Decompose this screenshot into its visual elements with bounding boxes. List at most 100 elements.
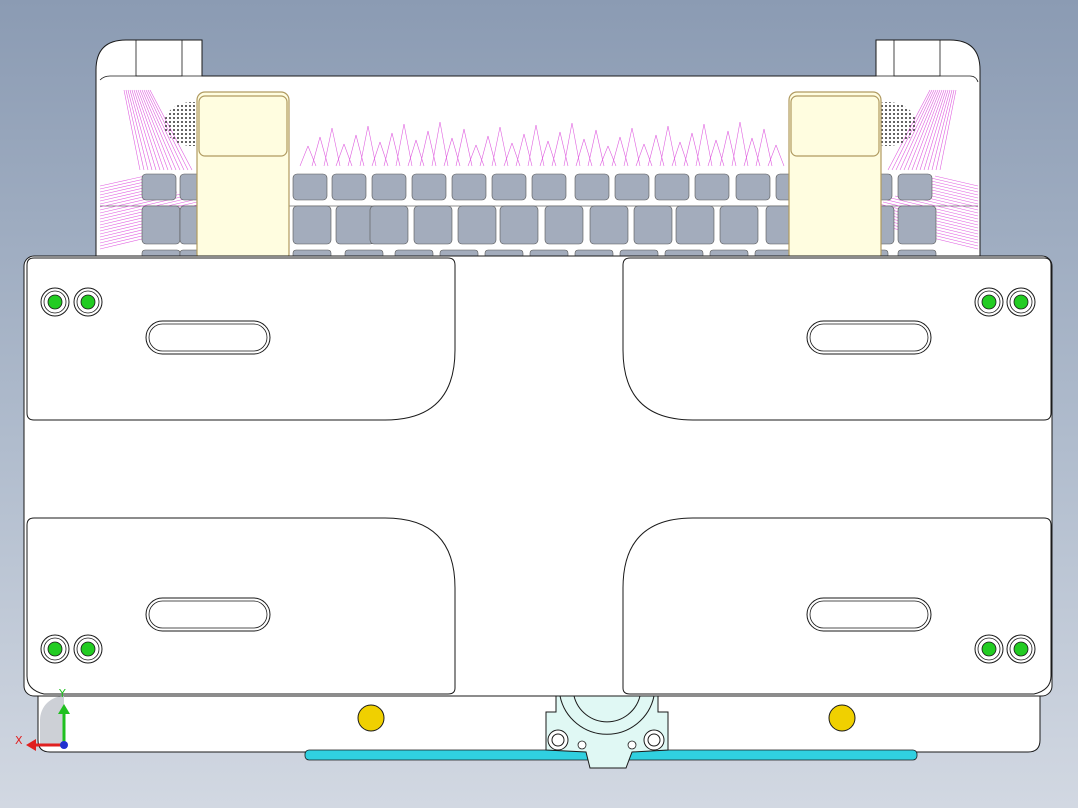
hatch-line-142 bbox=[141, 89, 177, 171]
hatch-line-67 bbox=[703, 123, 713, 167]
slot-bottom-right bbox=[806, 597, 932, 632]
pad-bottom-left[interactable] bbox=[26, 517, 456, 695]
hatch-line-38 bbox=[527, 124, 537, 167]
hatch-line-8 bbox=[347, 134, 357, 167]
hatch-line-34 bbox=[503, 142, 513, 167]
hatch-line-64 bbox=[683, 132, 693, 167]
hatch-line-5 bbox=[331, 127, 341, 167]
hatch-line-58 bbox=[647, 134, 657, 167]
key-row1-0 bbox=[141, 173, 177, 201]
bottom-mount[interactable] bbox=[545, 695, 669, 769]
key-row2-2 bbox=[292, 205, 332, 245]
key-row2-16 bbox=[897, 205, 937, 245]
hatch-line-9 bbox=[355, 134, 365, 167]
hatch-line-42 bbox=[551, 131, 561, 167]
hatch-line-126 bbox=[125, 89, 145, 171]
hatch-line-11 bbox=[367, 125, 377, 167]
hatch-line-144 bbox=[143, 89, 181, 171]
hatch-line-31 bbox=[487, 135, 497, 167]
hatch-line-7 bbox=[343, 143, 353, 167]
hatch-line-59 bbox=[655, 134, 665, 167]
hole-green-1 bbox=[80, 294, 96, 310]
hole-green-5 bbox=[80, 641, 96, 657]
hatch-line-66 bbox=[695, 123, 705, 167]
hole-ring-inner-7 bbox=[1009, 637, 1033, 661]
hatch-line-39 bbox=[535, 124, 545, 167]
hatch-line-24 bbox=[443, 137, 453, 167]
hatch-line-50 bbox=[599, 145, 609, 167]
x-axis-label: X bbox=[15, 734, 23, 747]
hatch-line-15 bbox=[391, 132, 401, 167]
hatch-line-81 bbox=[934, 175, 979, 187]
hatch-line-65 bbox=[691, 132, 701, 167]
hatch-line-25 bbox=[451, 137, 461, 167]
pad-bottom-right[interactable] bbox=[622, 517, 1052, 695]
hatch-line-145 bbox=[899, 89, 937, 171]
hole-green-2 bbox=[981, 294, 997, 310]
hatch-line-30 bbox=[479, 135, 489, 167]
hatch-line-2 bbox=[311, 136, 321, 167]
hatch-line-18 bbox=[407, 139, 417, 167]
hatch-line-20 bbox=[419, 130, 429, 167]
hole-ring-inner-6 bbox=[977, 637, 1001, 661]
hatch-line-57 bbox=[643, 143, 653, 167]
z-axis-dot bbox=[60, 741, 68, 749]
pad-top-left[interactable] bbox=[26, 257, 456, 421]
hatch-line-37 bbox=[523, 133, 533, 167]
clamp-right[interactable] bbox=[788, 91, 882, 263]
hatch-line-6 bbox=[335, 143, 345, 167]
hatch-line-35 bbox=[511, 142, 521, 167]
hatch-line-13 bbox=[379, 141, 389, 167]
hatch-line-22 bbox=[431, 121, 441, 167]
key-row2-9 bbox=[589, 205, 629, 245]
hatch-line-76 bbox=[755, 128, 765, 167]
key-row1-6 bbox=[451, 173, 487, 201]
hatch-line-54 bbox=[623, 127, 633, 167]
key-row2-0 bbox=[141, 205, 181, 245]
key-row2-8 bbox=[544, 205, 584, 245]
key-row2-4 bbox=[369, 205, 409, 245]
housing-inner-right bbox=[876, 75, 979, 83]
hatch-line-53 bbox=[619, 136, 629, 167]
hatch-line-83 bbox=[930, 177, 979, 190]
hatch-line-47 bbox=[583, 138, 593, 167]
key-row1-11 bbox=[654, 173, 690, 201]
hatch-line-82 bbox=[99, 177, 150, 190]
hatch-line-63 bbox=[679, 141, 689, 167]
hatch-line-85 bbox=[926, 179, 979, 193]
hatch-line-70 bbox=[719, 130, 729, 167]
yellow-pin-right bbox=[828, 704, 856, 732]
hole-green-6 bbox=[981, 641, 997, 657]
hole-green-4 bbox=[47, 641, 63, 657]
hatch-line-125 bbox=[939, 89, 957, 171]
hatch-line-68 bbox=[707, 139, 717, 167]
key-row1-3 bbox=[331, 173, 367, 201]
slot-top-left bbox=[145, 320, 271, 355]
hatch-line-69 bbox=[715, 139, 725, 167]
clamp-left[interactable] bbox=[196, 91, 290, 263]
slot-top-right bbox=[806, 320, 932, 355]
hatch-line-79 bbox=[775, 144, 785, 167]
hatch-line-141 bbox=[907, 89, 941, 171]
hatch-line-3 bbox=[319, 136, 329, 167]
hatch-line-80 bbox=[99, 175, 146, 187]
hatch-line-147 bbox=[895, 89, 935, 171]
hatch-line-28 bbox=[467, 144, 477, 167]
pad-top-right[interactable] bbox=[622, 257, 1052, 421]
hatch-line-4 bbox=[323, 127, 333, 167]
hole-ring-inner-5 bbox=[76, 637, 100, 661]
hatch-line-146 bbox=[145, 89, 185, 171]
hole-ring-inner-4 bbox=[43, 637, 67, 661]
hatch-line-135 bbox=[919, 89, 947, 171]
hatch-line-129 bbox=[931, 89, 953, 171]
hatch-line-21 bbox=[427, 130, 437, 167]
hatch-line-36 bbox=[515, 133, 525, 167]
hatch-line-16 bbox=[395, 123, 405, 167]
hatch-line-32 bbox=[491, 126, 501, 167]
key-row2-6 bbox=[457, 205, 497, 245]
hatch-line-14 bbox=[383, 132, 393, 167]
hatch-line-75 bbox=[751, 137, 761, 167]
key-row1-12 bbox=[694, 173, 730, 201]
